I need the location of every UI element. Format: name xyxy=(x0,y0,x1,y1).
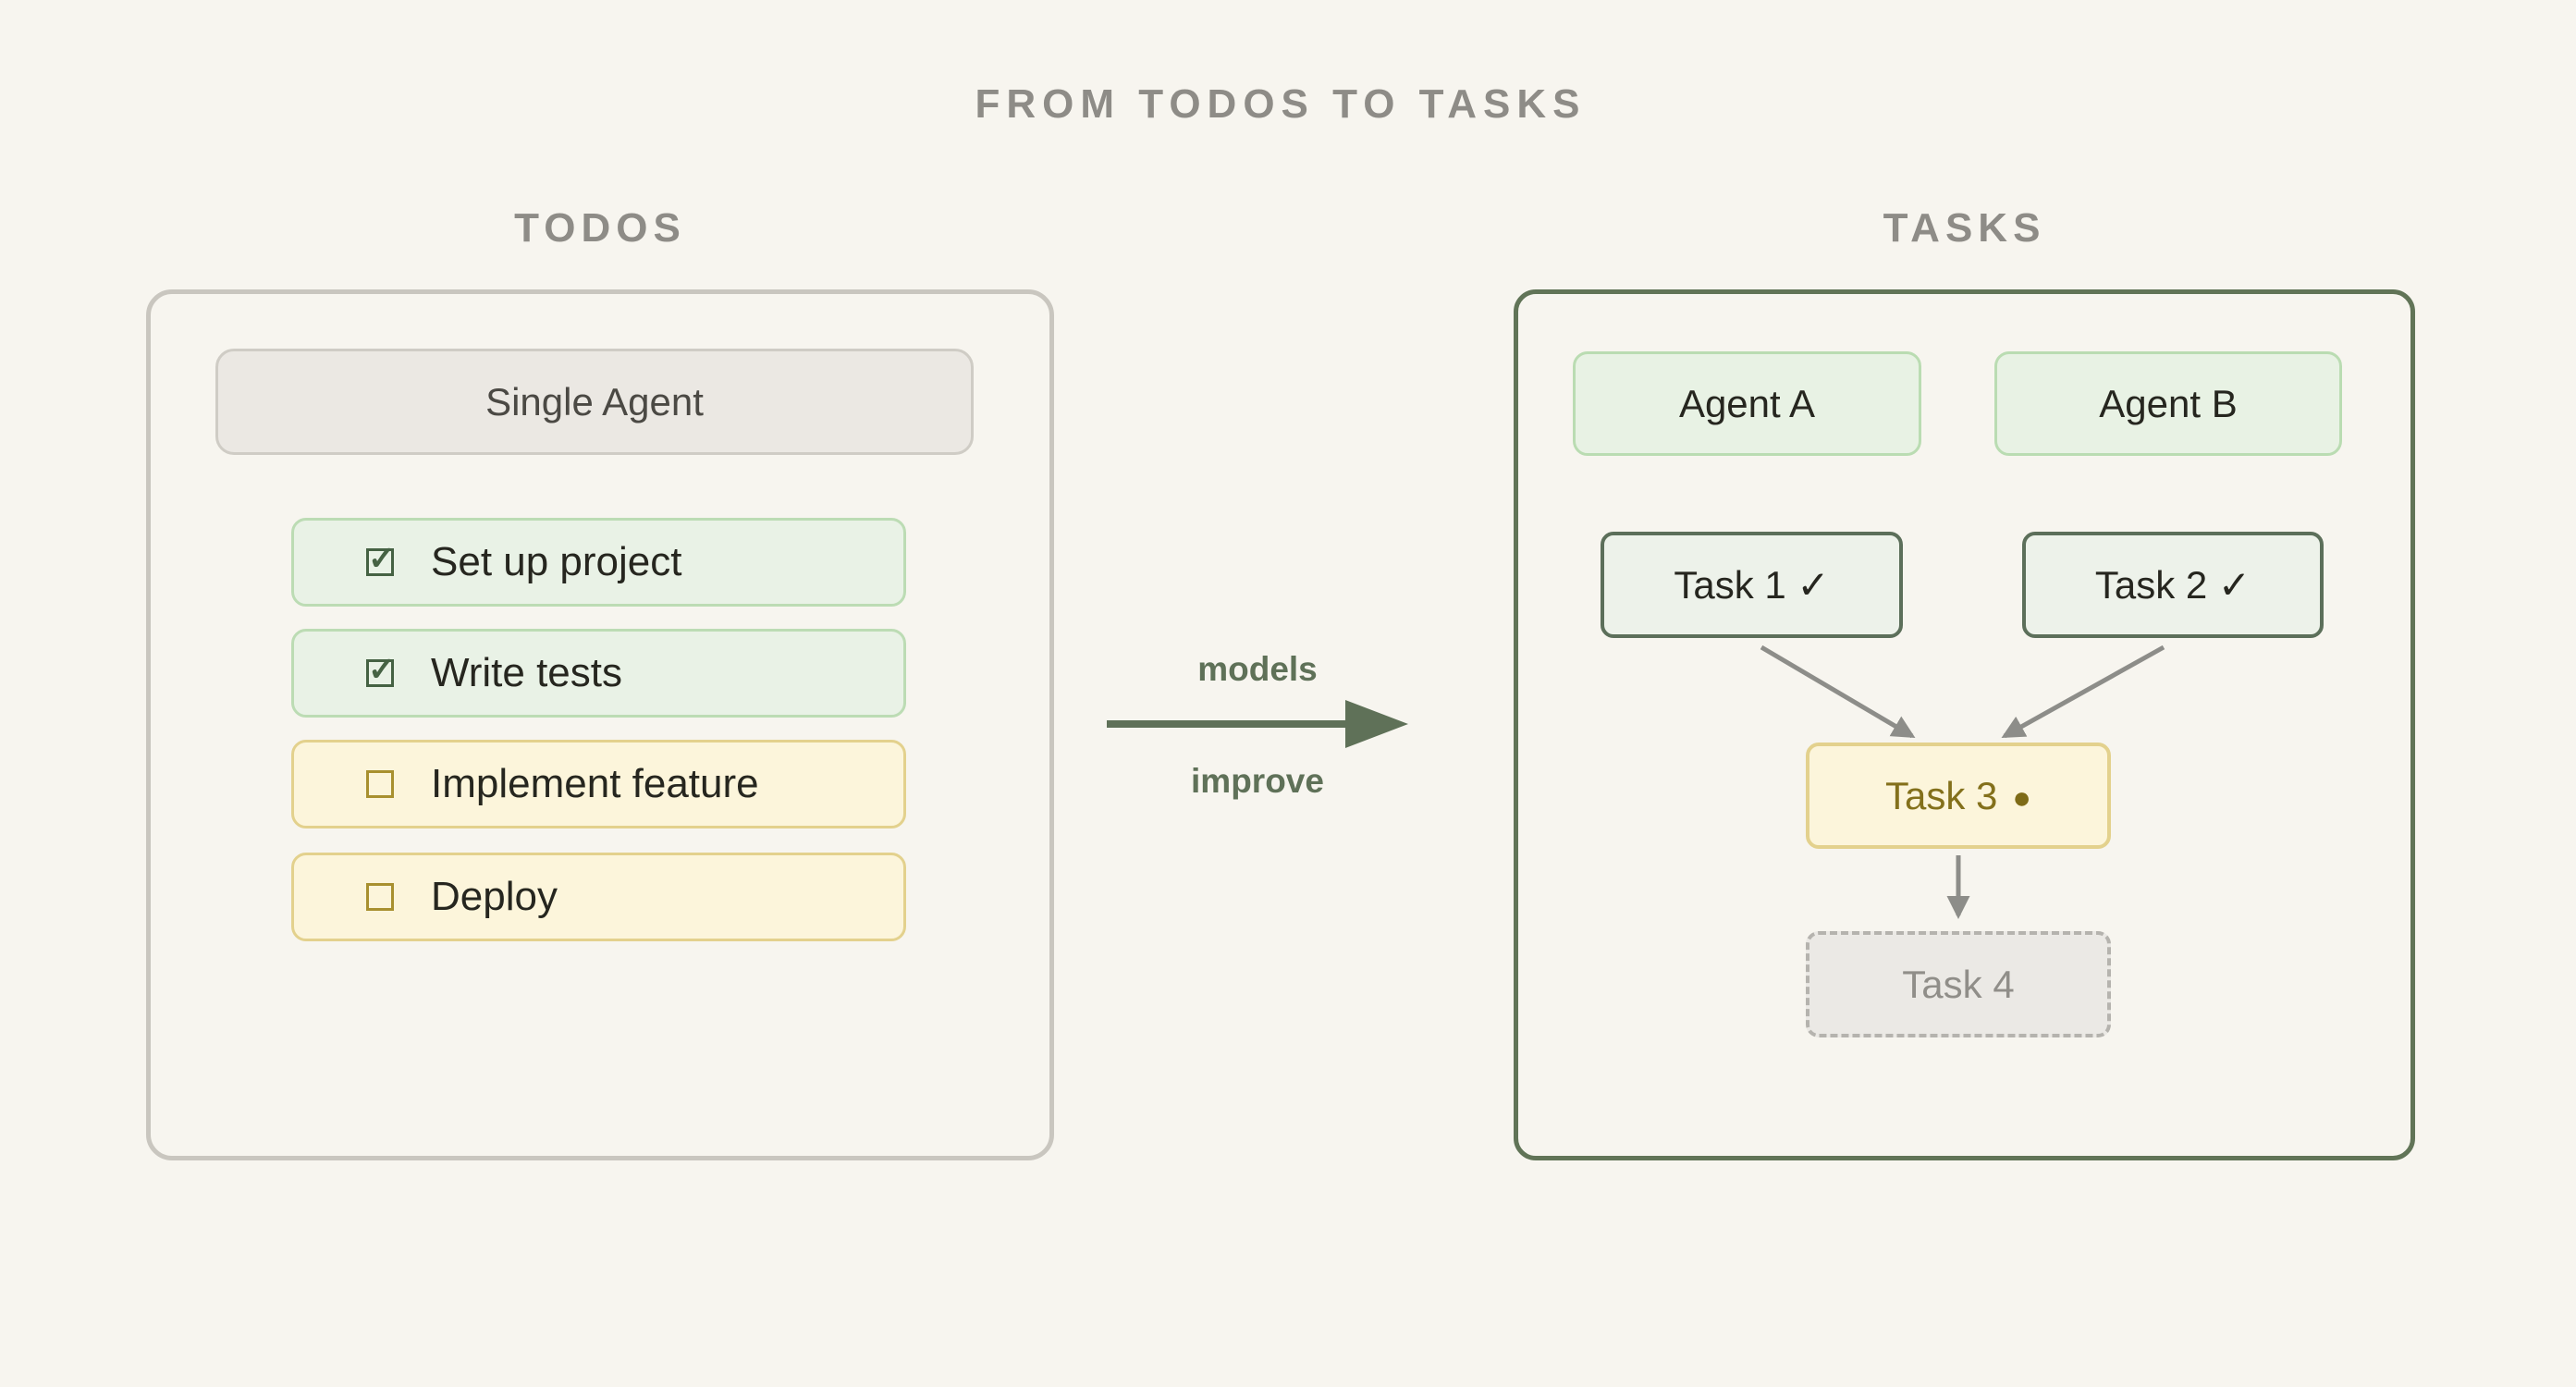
task-4-label: Task 4 xyxy=(1902,962,2015,1006)
single-agent-label: Single Agent xyxy=(485,379,704,423)
todo-item-write-tests: ✓ Write tests xyxy=(291,629,906,718)
agent-b-label: Agent B xyxy=(2099,381,2238,425)
task-3-label: Task 3 xyxy=(1885,773,1998,817)
tasks-panel xyxy=(1514,289,2415,1160)
tasks-section-label: TASKS xyxy=(1883,205,2046,251)
checkbox-checked-icon: ✓ xyxy=(366,653,396,687)
models-improve-arrow xyxy=(1107,700,1408,748)
agent-a-box: Agent A xyxy=(1573,351,1921,456)
transition-label-improve: improve xyxy=(1191,762,1324,800)
todo-item-implement-feature: Implement feature xyxy=(291,740,906,829)
task-4-node: Task 4 xyxy=(1806,931,2111,1037)
todos-section-label: TODOS xyxy=(514,205,686,251)
task-2-node: Task 2 ✓ xyxy=(2022,532,2324,638)
page-title: FROM TODOS TO TASKS xyxy=(975,81,1587,127)
check-icon: ✓ xyxy=(367,539,397,577)
in-progress-dot-icon: ● xyxy=(2012,779,2031,816)
agent-a-label: Agent A xyxy=(1678,381,1816,425)
transition-label-models: models xyxy=(1197,650,1318,688)
todo-item-deploy: Deploy xyxy=(291,853,906,941)
todo-item-label: Set up project xyxy=(431,539,682,584)
task-2-label: Task 2 ✓ xyxy=(2094,563,2251,607)
task-1-label: Task 1 ✓ xyxy=(1674,563,1830,607)
todo-item-label: Implement feature xyxy=(431,761,759,806)
todo-item-label: Write tests xyxy=(431,650,623,695)
single-agent-box: Single Agent xyxy=(215,349,974,455)
task-3-node: Task 3 ● xyxy=(1806,743,2111,849)
todo-item-set-up-project: ✓ Set up project xyxy=(291,518,906,607)
check-icon: ✓ xyxy=(367,650,397,688)
task-1-node: Task 1 ✓ xyxy=(1601,532,1903,638)
checkbox-empty-icon xyxy=(366,883,394,911)
todo-item-label: Deploy xyxy=(431,874,558,919)
checkbox-checked-icon: ✓ xyxy=(366,542,396,576)
agent-b-box: Agent B xyxy=(1994,351,2342,456)
checkbox-empty-icon xyxy=(366,770,394,798)
todos-panel xyxy=(146,289,1054,1160)
